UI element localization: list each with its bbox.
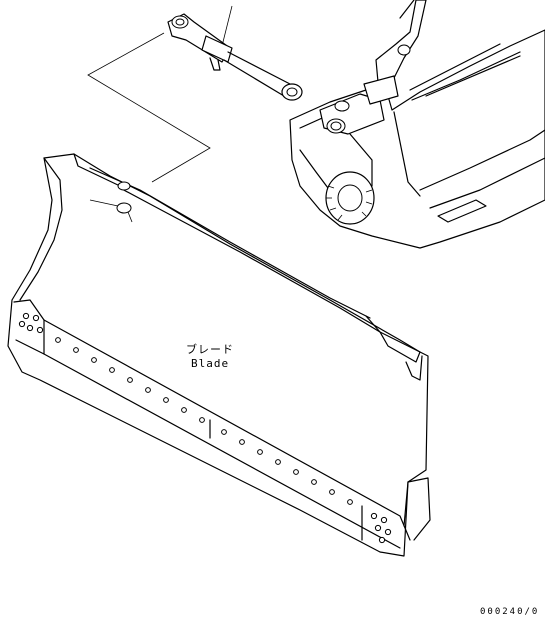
blade-icon: [7, 153, 431, 557]
blade-bolt-holes: [18, 312, 392, 544]
machine-frame-icon: [289, 0, 545, 249]
drawing-code: 000240/0: [480, 607, 540, 617]
blade-label-english: Blade: [191, 357, 230, 370]
blade-label-japanese: ブレード: [186, 343, 234, 356]
callout-leader-lines: [87, 5, 233, 183]
hydraulic-cylinder-icon: [167, 13, 303, 101]
